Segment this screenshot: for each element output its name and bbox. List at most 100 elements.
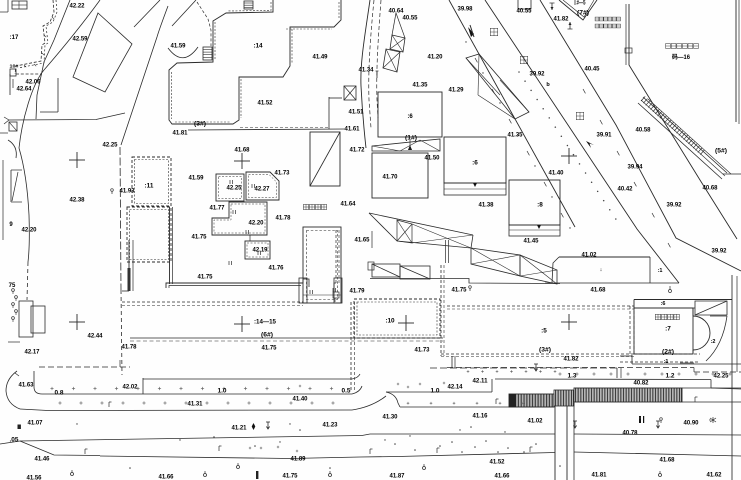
svg-text:41.73: 41.73 xyxy=(275,169,290,176)
svg-text:41.77: 41.77 xyxy=(210,204,225,211)
svg-text:41.72: 41.72 xyxy=(350,146,365,153)
svg-text:39.98: 39.98 xyxy=(458,5,473,12)
svg-text:41.68: 41.68 xyxy=(660,456,675,463)
svg-text:10#: 10# xyxy=(10,64,20,69)
svg-text::6: :6 xyxy=(407,114,413,120)
svg-text:41.75: 41.75 xyxy=(192,233,207,240)
svg-text:41.63: 41.63 xyxy=(19,381,34,388)
svg-text:1.2: 1.2 xyxy=(666,372,675,379)
svg-text:41.82: 41.82 xyxy=(554,15,569,22)
svg-text:0.5: 0.5 xyxy=(342,387,351,394)
svg-text:41.29: 41.29 xyxy=(449,86,464,93)
svg-text:41.46: 41.46 xyxy=(35,455,50,462)
svg-text:(3#): (3#) xyxy=(194,120,206,127)
svg-text:41.64: 41.64 xyxy=(341,200,356,207)
svg-text:42.14: 42.14 xyxy=(448,383,463,390)
svg-text:#—5: #—5 xyxy=(577,0,586,6)
svg-text:41.93: 41.93 xyxy=(120,187,135,194)
svg-text:41.50: 41.50 xyxy=(425,154,440,161)
svg-text:42.20: 42.20 xyxy=(22,226,37,233)
svg-text:41.68: 41.68 xyxy=(235,146,250,153)
svg-text:41.40: 41.40 xyxy=(293,395,308,402)
svg-text:(2#): (2#) xyxy=(662,348,674,355)
svg-text:41.07: 41.07 xyxy=(28,419,43,426)
svg-text::7: :7 xyxy=(665,325,671,332)
svg-text:42.11: 42.11 xyxy=(473,377,488,384)
svg-text:42.17: 42.17 xyxy=(25,348,40,355)
svg-text::6: :6 xyxy=(472,159,478,166)
svg-text:75: 75 xyxy=(9,283,16,289)
svg-text::14—15: :14—15 xyxy=(254,318,276,325)
svg-text:41.89: 41.89 xyxy=(291,455,306,462)
svg-text:40.64: 40.64 xyxy=(389,7,404,14)
svg-text:42.02: 42.02 xyxy=(123,383,138,390)
svg-text:40.82: 40.82 xyxy=(634,379,649,386)
svg-text:41.82: 41.82 xyxy=(564,355,579,362)
svg-text:42.22: 42.22 xyxy=(70,2,85,9)
svg-text:(6#): (6#) xyxy=(261,331,273,338)
svg-text::1: :1 xyxy=(658,268,663,274)
svg-text:42.44: 42.44 xyxy=(88,332,103,339)
svg-text:41.51: 41.51 xyxy=(349,108,364,115)
svg-text:40.55: 40.55 xyxy=(517,7,532,14)
svg-text:41.16: 41.16 xyxy=(473,412,488,419)
svg-text::11: :11 xyxy=(145,182,154,189)
svg-text:41.81: 41.81 xyxy=(173,129,188,136)
svg-text::1: :1 xyxy=(664,359,669,365)
svg-text:41.87: 41.87 xyxy=(390,472,405,479)
svg-text:.05: .05 xyxy=(10,436,19,443)
svg-text:41.66: 41.66 xyxy=(495,472,510,479)
svg-text:41.78: 41.78 xyxy=(276,214,291,221)
svg-text:9: 9 xyxy=(9,222,13,228)
svg-text::10: :10 xyxy=(385,317,395,324)
svg-text:41.34: 41.34 xyxy=(359,66,374,73)
svg-text:42.19: 42.19 xyxy=(253,246,268,253)
svg-text:42.20: 42.20 xyxy=(249,219,264,226)
svg-text:41.31: 41.31 xyxy=(188,400,203,407)
svg-text:40.90: 40.90 xyxy=(684,419,699,426)
svg-text:41.20: 41.20 xyxy=(428,53,443,60)
svg-text:1.0: 1.0 xyxy=(218,387,227,394)
svg-text:(7#): (7#) xyxy=(577,9,589,16)
svg-text:42.06: 42.06 xyxy=(26,78,41,85)
svg-text:↓: ↓ xyxy=(600,267,603,273)
svg-text:41.23: 41.23 xyxy=(323,421,338,428)
svg-text:41.78: 41.78 xyxy=(122,343,137,350)
svg-text:(1#): (1#) xyxy=(405,134,417,141)
svg-text:41.75: 41.75 xyxy=(452,286,467,293)
svg-text:41.40: 41.40 xyxy=(549,169,564,176)
svg-text:41.38: 41.38 xyxy=(479,201,494,208)
svg-text:41.75: 41.75 xyxy=(283,472,298,479)
svg-text:40.42: 40.42 xyxy=(618,185,633,192)
svg-text::2: :2 xyxy=(711,339,716,345)
svg-text:41.66: 41.66 xyxy=(159,473,174,480)
svg-text:41.76: 41.76 xyxy=(269,264,284,271)
svg-text:39.94: 39.94 xyxy=(628,163,643,170)
svg-text:41.68: 41.68 xyxy=(591,286,606,293)
svg-text:41.65: 41.65 xyxy=(355,236,370,243)
svg-text:41.75: 41.75 xyxy=(262,344,277,351)
svg-text:39.92: 39.92 xyxy=(667,201,682,208)
svg-text:41.35: 41.35 xyxy=(413,81,428,88)
svg-text:41.52: 41.52 xyxy=(258,99,273,106)
svg-text:41.30: 41.30 xyxy=(383,413,398,420)
svg-text:41.52: 41.52 xyxy=(490,458,505,465)
svg-text:41.45: 41.45 xyxy=(524,237,539,244)
svg-text:41.62: 41.62 xyxy=(707,471,722,478)
svg-text:40.58: 40.58 xyxy=(636,126,651,133)
svg-text:41.56: 41.56 xyxy=(27,474,42,480)
svg-text:42.64: 42.64 xyxy=(17,85,32,92)
svg-text:0.8: 0.8 xyxy=(55,389,64,396)
svg-text:42.25: 42.25 xyxy=(227,184,242,191)
svg-text:(5#): (5#) xyxy=(715,147,727,154)
svg-text:40.68: 40.68 xyxy=(703,184,718,191)
svg-text:41.81: 41.81 xyxy=(592,471,607,478)
svg-text:1.3: 1.3 xyxy=(568,372,577,379)
svg-text:41.21: 41.21 xyxy=(232,424,247,431)
svg-text:1.0: 1.0 xyxy=(431,387,440,394)
svg-text:41.02: 41.02 xyxy=(528,417,543,424)
svg-text:42.27: 42.27 xyxy=(255,185,270,192)
svg-text:41.70: 41.70 xyxy=(383,173,398,180)
svg-text:41.59: 41.59 xyxy=(189,174,204,181)
svg-text:40.78: 40.78 xyxy=(623,429,638,436)
